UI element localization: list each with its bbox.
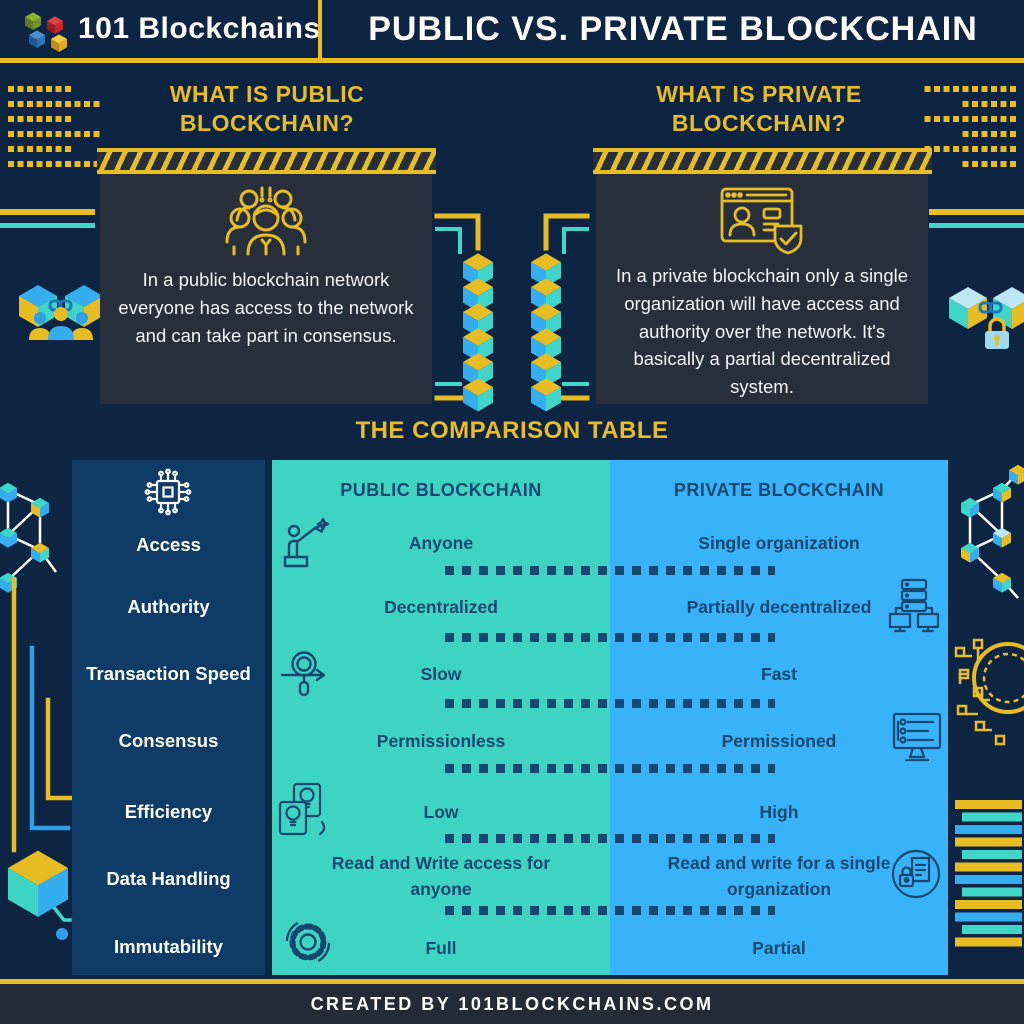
document-lock-icon [891,849,941,899]
page-title: PUBLIC VS. PRIVATE BLOCKCHAIN [368,9,978,48]
hex-network-left-icon [0,482,58,593]
side-lines-right [929,209,1024,228]
footer-accent-line [0,979,1024,984]
browser-user-shield-icon [720,187,803,255]
cell-efficiency-public: Low [423,801,459,822]
comparison-sidebar: Access Authority Transaction Speed Conse… [72,460,265,975]
circuit-cube-left-icon [8,577,73,940]
dot-grid-left-icon [8,86,100,167]
public-hatch-bar [97,148,436,174]
magnifier-arrow-icon [280,651,326,697]
cube-stack-left-icon [463,253,493,412]
row-label-authority: Authority [127,596,210,617]
chain-cubes-lock-icon [949,286,1024,349]
networked-computers-icon [888,578,940,633]
cube-stack-brackets [434,213,590,401]
footer-credit: CREATED BY 101BLOCKCHAINS.COM [310,993,714,1014]
hex-network-right-icon [961,464,1024,599]
cubes-logo-icon [25,12,67,53]
crowd-icon [225,186,307,256]
row-separator [445,566,775,575]
row-label-data-handling: Data Handling [106,868,231,889]
cell-access-public: Anyone [408,532,474,553]
person-flag-icon [283,517,330,568]
cell-data-handling-private: Read and write for a single organization [667,852,891,899]
public-column-background [272,460,610,975]
cell-efficiency-private: High [759,801,799,822]
footer-bar: CREATED BY 101BLOCKCHAINS.COM [0,984,1024,1024]
gear-circuit-right-icon [954,638,1024,746]
cell-consensus-private: Permissioned [721,730,837,751]
private-section-heading: WHAT IS PRIVATE BLOCKCHAIN? [656,81,862,136]
cube-stack-right-icon [531,253,561,412]
lightbulb-cards-icon [278,782,326,836]
row-separator [445,633,775,642]
header-divider [318,0,322,58]
brand-name: 101 Blockchains [78,12,321,45]
header-bar: 101 Blockchains PUBLIC VS. PRIVATE BLOCK… [0,0,1024,63]
public-section-heading: WHAT IS PUBLIC BLOCKCHAIN? [169,81,365,136]
gear-sync-icon [285,922,331,962]
cell-consensus-public: Permissionless [376,730,506,751]
cell-immutability-private: Partial [752,937,806,958]
cell-data-handling-public: Read and Write access for anyone [331,852,551,899]
cell-authority-public: Decentralized [384,596,498,617]
bar-stack-right-icon [955,800,1022,947]
public-column-header: PUBLIC BLOCKCHAIN [340,480,542,500]
cell-immutability-public: Full [425,937,457,958]
public-description: In a public blockchain network everyone … [118,269,414,346]
comparison-table: PUBLIC BLOCKCHAIN PRIVATE BLOCKCHAIN Any… [272,460,948,975]
dot-grid-right-icon [924,86,1016,167]
cell-authority-private: Partially decentralized [686,596,872,617]
private-description-box: In a private blockchain only a single or… [596,174,928,404]
public-description-box: In a public blockchain network everyone … [100,174,432,404]
chip-icon [144,468,192,516]
private-column-header: PRIVATE BLOCKCHAIN [673,480,885,500]
row-label-transaction-speed: Transaction Speed [86,663,251,684]
side-lines-left [0,209,95,228]
private-column-background [610,460,948,975]
row-separator [445,834,775,843]
chain-cubes-people-icon [19,284,103,340]
private-description: In a private blockchain only a single or… [615,265,909,397]
comparison-table-heading: THE COMPARISON TABLE [355,417,669,444]
row-label-consensus: Consensus [118,730,219,751]
cell-speed-public: Slow [420,663,462,684]
private-hatch-bar [593,148,932,174]
row-separator [445,906,775,915]
row-separator [445,764,775,773]
cell-speed-private: Fast [761,663,797,684]
row-label-immutability: Immutability [114,936,223,957]
monitor-list-icon [892,712,942,762]
row-separator [445,699,775,708]
cell-access-private: Single organization [698,532,860,553]
row-label-access: Access [136,534,201,555]
row-label-efficiency: Efficiency [124,801,213,822]
